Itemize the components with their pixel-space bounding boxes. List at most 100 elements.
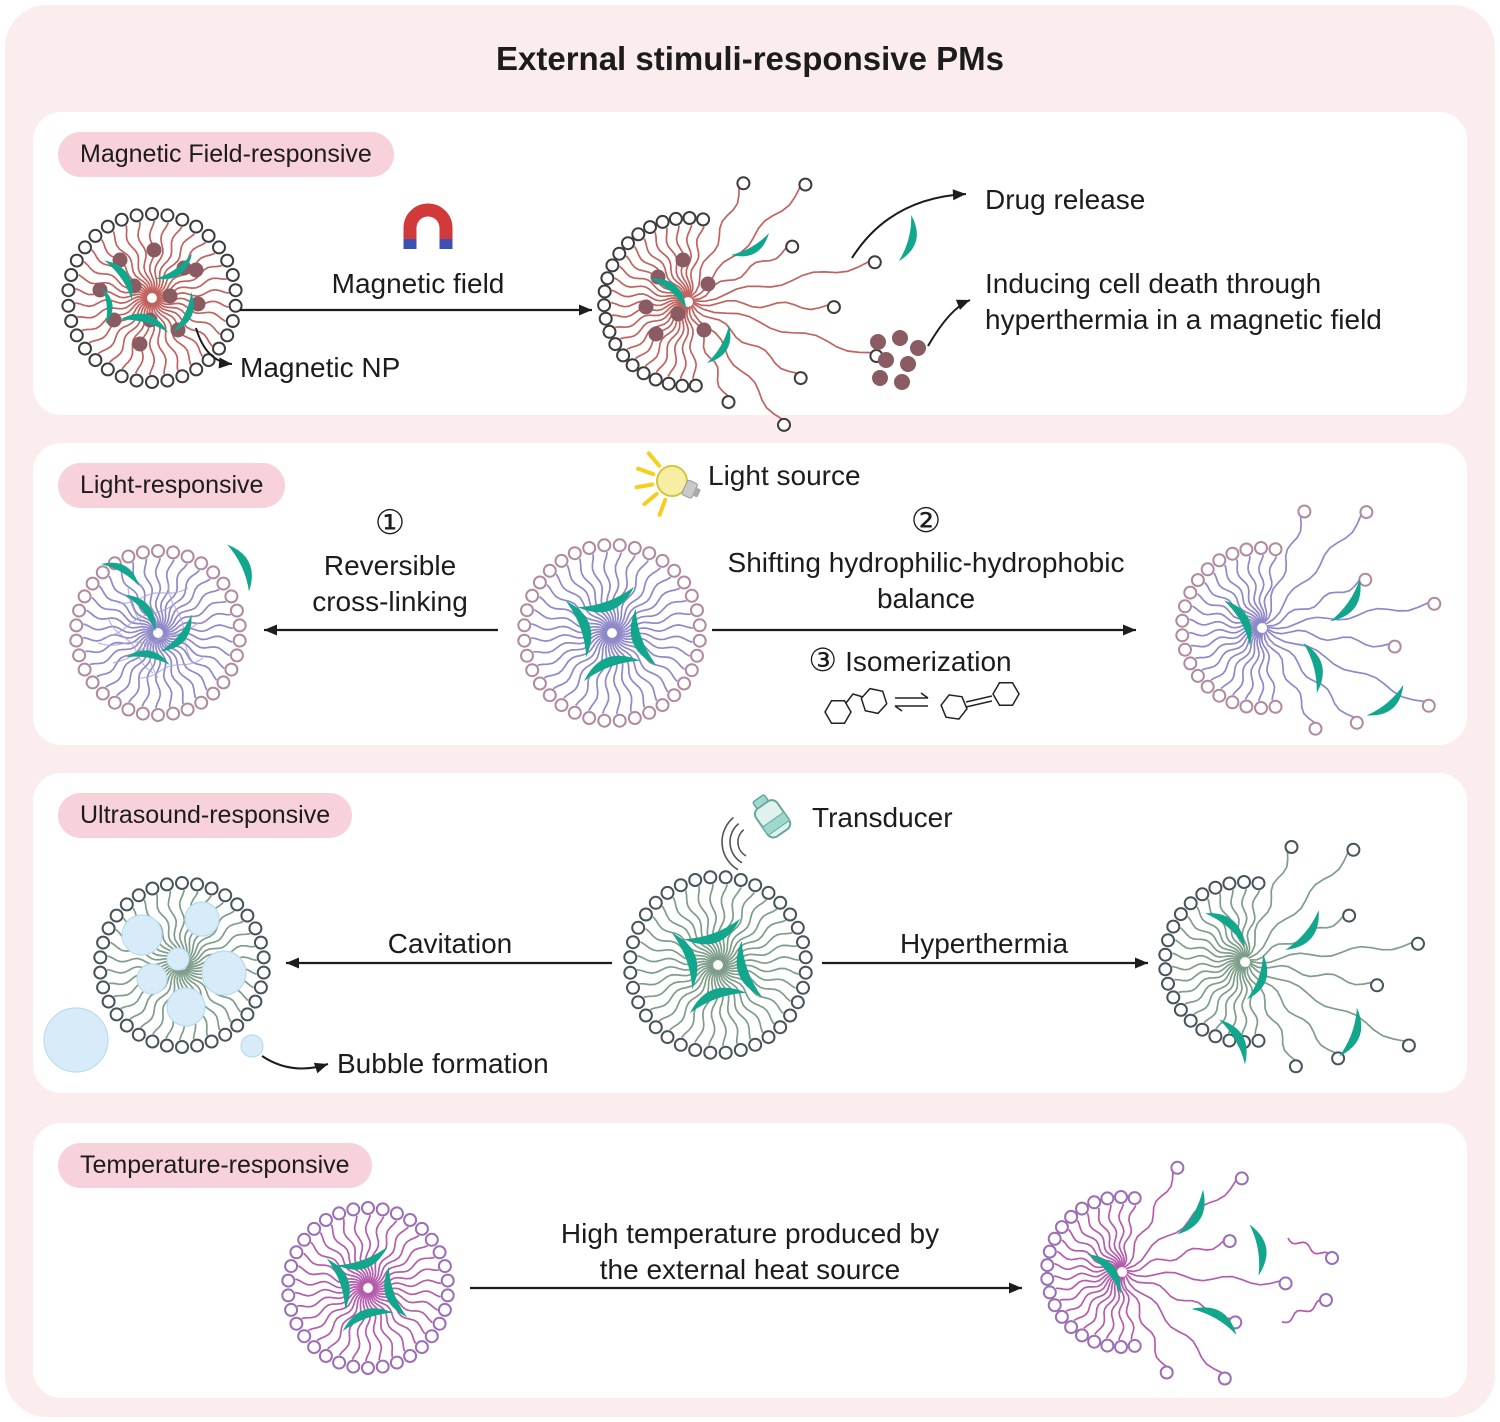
transducer-icon (721, 794, 792, 871)
micelle-heads (69, 544, 247, 722)
bubble-formation-pointer (261, 1055, 329, 1074)
isomerization-structures (824, 681, 1020, 725)
cell-death-arrow (927, 299, 971, 347)
drug-crescent (1303, 642, 1323, 694)
drug-crescent (671, 932, 698, 990)
drug-crescent (649, 278, 687, 310)
magnetic-np-dot (894, 374, 910, 390)
magnetic-np-dot (878, 352, 894, 368)
step1-number: ① (374, 504, 406, 542)
micelle-heads (281, 1201, 455, 1375)
drug-crescent (577, 586, 635, 613)
drug-crescent (102, 288, 113, 324)
micelle-heads (597, 176, 884, 432)
step2-number: ② (910, 502, 942, 540)
bubble-small (240, 1034, 264, 1058)
micelle-magnetic-broken (597, 176, 884, 432)
drug-crescent (172, 292, 194, 332)
magnetic-np-dot (910, 340, 926, 356)
hyperthermia-arrow (822, 957, 1148, 969)
drug-crescent (326, 1258, 350, 1310)
drug-crescent (227, 544, 252, 592)
step3-label: Isomerization (845, 646, 1012, 677)
hydrophilic-shift-arrow (712, 624, 1136, 636)
drug-release-label: Drug release (985, 184, 1146, 215)
temperature-arrow-label: High temperature produced by the externa… (560, 1218, 940, 1286)
drug-crescent (160, 614, 192, 652)
bubble (184, 901, 220, 937)
micelle-ultrasound-cavitation (93, 876, 271, 1054)
micelle-temperature-broken (1040, 1160, 1293, 1386)
bubble (166, 987, 206, 1027)
figure-title: External stimuli-responsive PMs (495, 40, 1004, 77)
bubble (121, 914, 163, 956)
micelle-tails (82, 557, 234, 709)
light-bulb-icon (634, 451, 701, 517)
hyperthermia-note-label: Inducing cell death through hyperthermia… (985, 268, 1382, 336)
micelle-tails (530, 551, 694, 715)
drug-crescent (630, 608, 657, 666)
micelle-heads (517, 538, 707, 728)
magnetic-np-dot (190, 296, 206, 312)
bubble-large (43, 1007, 109, 1073)
micelle-tails (294, 1214, 442, 1362)
magnetic-np-dot (900, 356, 916, 372)
transducer-label: Transducer (812, 802, 953, 833)
magnetic-np-dot (870, 334, 886, 350)
step3-number: ③ (808, 642, 838, 678)
drug-crescent (583, 655, 641, 682)
magnetic-np-label: Magnetic NP (240, 352, 401, 383)
magnetic-np-dot (112, 252, 128, 268)
panel-label-light: Light-responsive (58, 463, 286, 508)
drug-crescent (730, 233, 770, 257)
panel-label-temperature: Temperature-responsive (58, 1143, 372, 1188)
panel-label-ultrasound: Ultrasound-responsive (58, 793, 353, 838)
drug-crescent (1087, 1254, 1121, 1294)
magnetic-np-pointer (195, 327, 233, 369)
drug-crescent (336, 1246, 388, 1270)
drug-crescent (384, 1266, 408, 1318)
micelle-ultrasound-broken (1158, 840, 1425, 1074)
drug-crescent (342, 1308, 394, 1332)
bubble (166, 947, 190, 971)
micelle-magnetic-intact (61, 207, 243, 389)
micelle-ultrasound-central (623, 870, 813, 1060)
drug-crescent (1219, 1019, 1247, 1065)
drug-crescent (104, 260, 133, 300)
magnetic-np-dot (92, 282, 108, 298)
magnetic-np-dot (675, 252, 691, 268)
drug-crescent (1339, 1007, 1362, 1057)
micelle-heads (1040, 1160, 1293, 1386)
panel-temperature: Temperature-responsive (33, 1123, 1467, 1398)
drug-crescent (1246, 954, 1268, 1000)
magnetic-np-dot (700, 276, 716, 292)
drug-crescent (1205, 913, 1245, 947)
micelle-heads (1175, 504, 1442, 736)
cavitation-label: Cavitation (387, 928, 513, 959)
micelle-tails (1053, 1172, 1280, 1374)
hyperthermia-label: Hyperthermia (899, 928, 1069, 959)
drug-crescent (155, 253, 193, 280)
micelle-temperature-intact (281, 1201, 455, 1375)
bubble-formation-label: Bubble formation (337, 1048, 549, 1079)
micelle-tails (636, 883, 800, 1047)
drug-crescent (1249, 1224, 1267, 1276)
magnetic-np-dot (696, 322, 712, 338)
drug-crescent (898, 214, 917, 262)
micelle-heads (61, 207, 243, 389)
step2-label: Shifting hydrophilic-hydrophobic balance (727, 547, 1125, 615)
drug-crescent (689, 987, 747, 1014)
drug-crescent (683, 918, 741, 945)
magnetic-np-dot (648, 326, 664, 342)
drug-crescent (707, 324, 731, 364)
drug-crescent (1366, 684, 1404, 716)
light-source-label: Light source (708, 460, 861, 491)
magnetic-np-dot (670, 306, 686, 322)
magnetic-np-dot (872, 370, 888, 386)
reversible-crosslink-arrow (264, 624, 498, 636)
drug-crescent (1330, 578, 1361, 622)
magnetic-np-dot (188, 262, 204, 278)
panel-label-magnetic: Magnetic Field-responsive (58, 132, 394, 177)
magnetic-np-dot (162, 288, 178, 304)
